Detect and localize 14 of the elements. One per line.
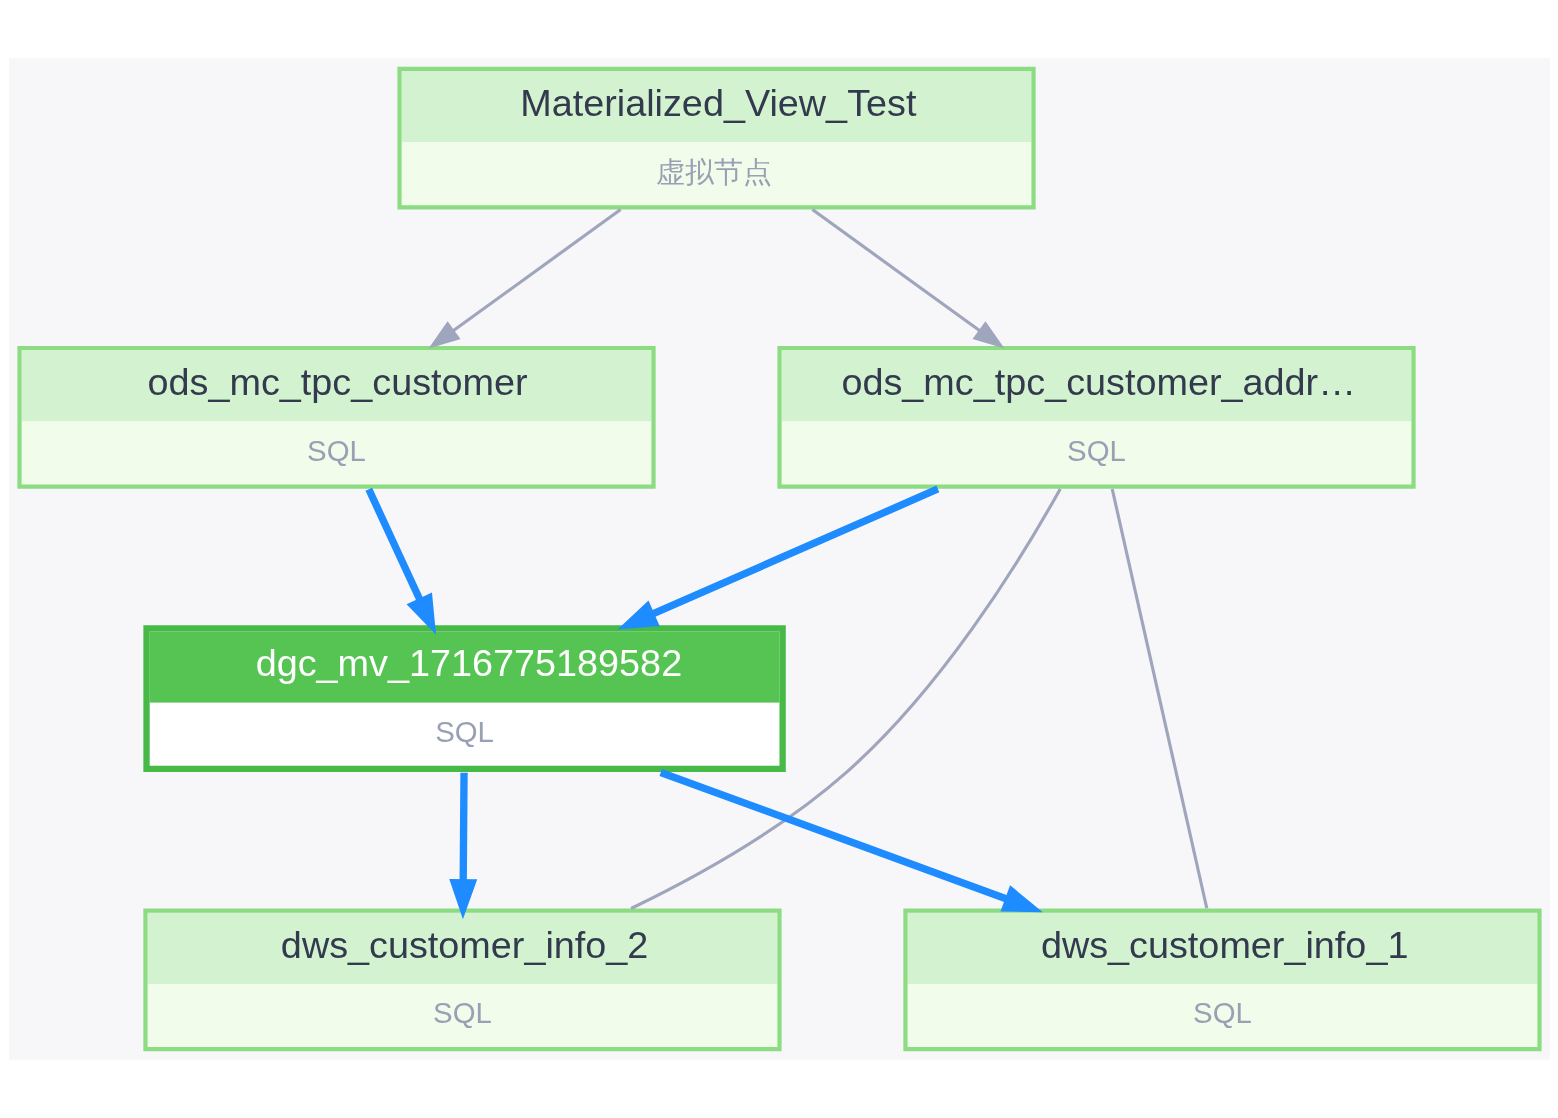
arrow: [617, 485, 939, 630]
arrow: [365, 487, 436, 635]
node-box: ods_mc_tpc_customer SQL: [16, 345, 656, 489]
arrow: [810, 208, 1005, 349]
connector: [1110, 488, 1208, 909]
node-box: Materialized_View_Test 虚拟节点: [396, 66, 1036, 210]
arrow: [428, 208, 622, 349]
node-box: ods_mc_tpc_customer_addr… SQL: [776, 345, 1416, 489]
arrow: [659, 768, 1043, 913]
node-box: dgc_mv_1716775189582 SQL: [142, 625, 786, 773]
node-box: dws_customer_info_2 SQL: [142, 908, 782, 1052]
node-box: dws_customer_info_1 SQL: [902, 908, 1542, 1052]
arrow: [448, 772, 477, 920]
connector: [629, 488, 1062, 910]
